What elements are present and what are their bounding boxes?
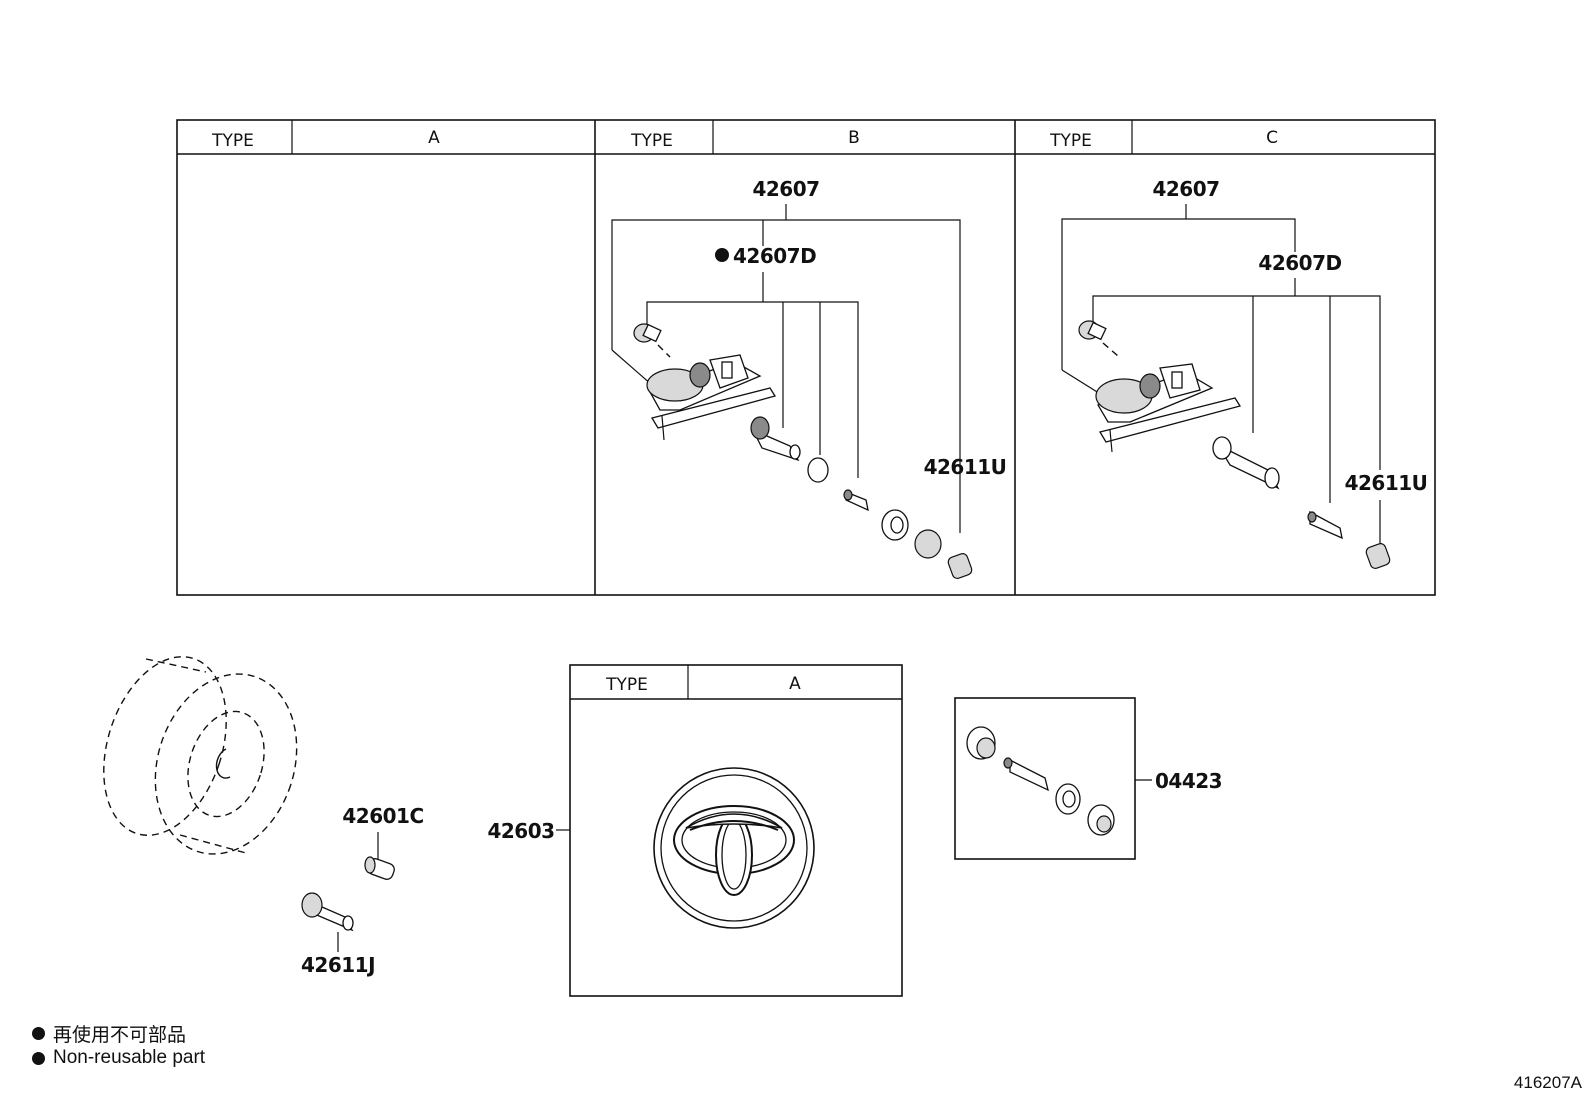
- ornament-type-value: A: [789, 674, 801, 694]
- valve-kit-box: [954, 697, 1136, 860]
- filled-dot-icon: [32, 1051, 45, 1065]
- type-c-header-label: TYPE: [1049, 131, 1092, 151]
- illustration-id: 416207A: [1513, 1073, 1582, 1092]
- valve-core-small-icon: [364, 856, 395, 880]
- toyota-emblem-icon: [653, 767, 815, 929]
- legend-text-japanese: 再使用不可部品: [53, 1025, 187, 1046]
- type-c-assembly-part-number: 42607: [1152, 177, 1219, 201]
- ornament-part-number: 42603: [487, 819, 554, 843]
- non-reusable-dot-icon: [715, 248, 729, 262]
- type-a-header-value: A: [428, 128, 440, 148]
- washer-icon: [881, 509, 909, 541]
- legend-text-english: Non-reusable part: [53, 1047, 206, 1068]
- sensor-screw-icon: [1078, 320, 1119, 357]
- valve-kit-part-number: 04423: [1155, 769, 1222, 793]
- kit-valve-core-icon: [1003, 757, 1049, 792]
- ornament-type-label: TYPE: [605, 675, 648, 695]
- type-b-diagram: 42607 42607D 42611U: [611, 177, 1007, 579]
- legend-item-japanese: 再使用不可部品: [32, 1020, 186, 1047]
- type-b-assembly-part-number: 42607: [752, 177, 819, 201]
- type-c-header-value: C: [1266, 128, 1278, 148]
- kit-grommet-icon: [966, 726, 996, 760]
- sensor-screw-icon: [633, 323, 671, 358]
- valve-core-part-number: 42601C: [342, 804, 423, 828]
- clamp-in-valve-part-number: 42611J: [301, 953, 375, 977]
- tpms-sensor-icon: [1095, 363, 1242, 453]
- type-a-header-label: TYPE: [211, 131, 254, 151]
- type-b-cap-part-number: 42611U: [924, 455, 1007, 479]
- valve-cap-icon: [947, 553, 973, 579]
- type-c-diagram: 42607 42607D 42611U: [1061, 177, 1428, 569]
- kit-washer-icon: [1055, 783, 1081, 815]
- tpms-sensor-icon: [646, 354, 777, 441]
- valve-stem-icon: [750, 416, 801, 462]
- type-c-cap-part-number: 42611U: [1345, 471, 1428, 495]
- valve-core-icon: [1307, 510, 1343, 540]
- kit-nut-icon: [1087, 804, 1115, 836]
- wheel-parts: 42601C 42611J: [301, 804, 424, 977]
- filled-dot-icon: [32, 1027, 45, 1040]
- grommet-icon: [807, 457, 829, 483]
- nut-icon: [914, 529, 942, 559]
- legend-item-english: Non-reusable part: [32, 1047, 205, 1069]
- clamp-in-valve-icon: [301, 892, 354, 932]
- type-b-sensor-part-number: 42607D: [733, 244, 816, 268]
- valve-core-icon: [843, 489, 869, 512]
- valve-stem-icon: [1212, 436, 1280, 490]
- valve-cap-icon: [1365, 543, 1391, 569]
- top-type-table: TYPE A TYPE B TYPE C: [176, 119, 1436, 596]
- type-b-header-value: B: [848, 128, 860, 148]
- wheel-outline-icon: [103, 656, 298, 855]
- ornament-type-box: TYPE A: [569, 664, 903, 997]
- type-b-header-label: TYPE: [630, 131, 673, 151]
- type-c-sensor-part-number: 42607D: [1258, 251, 1341, 275]
